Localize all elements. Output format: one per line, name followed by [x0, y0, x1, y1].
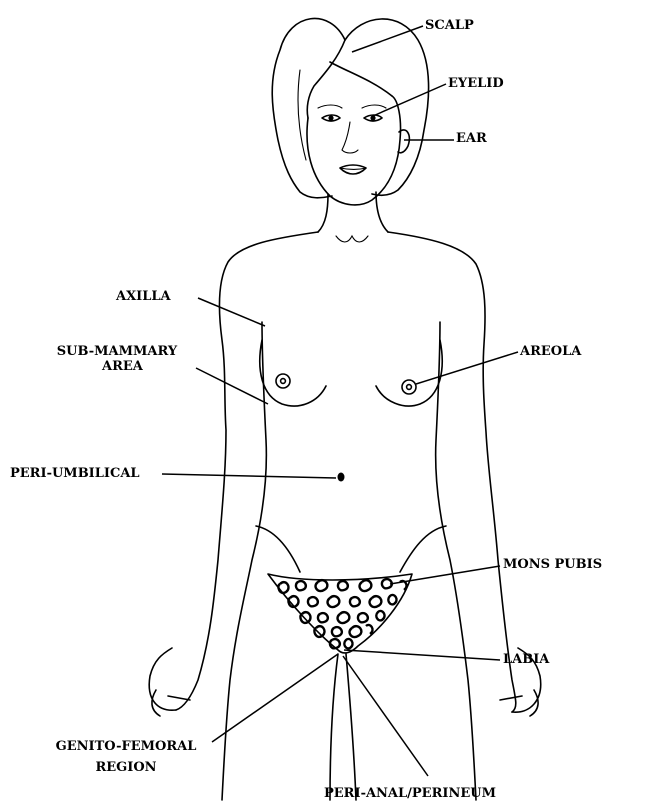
left-nipple	[281, 379, 286, 384]
hair-right	[345, 19, 429, 195]
label-scalp: SCALP	[425, 18, 474, 33]
label-peri-anal-perineum: PERI-ANAL/PERINEUM	[324, 786, 496, 801]
pubic-hair-texture	[278, 579, 406, 648]
nose	[342, 122, 358, 153]
label-genito-femoral-line2: REGION	[38, 760, 214, 775]
collarbone	[336, 236, 368, 242]
label-sub-mammary-area: SUB-MAMMARY AREA	[42, 344, 192, 374]
right-pupil	[370, 115, 375, 120]
right-nipple	[407, 385, 412, 390]
right-breast	[376, 340, 442, 406]
right-torso-side	[436, 322, 476, 800]
leader-axilla	[198, 298, 265, 326]
leader-eyelid	[373, 84, 446, 116]
hair-outline	[272, 18, 345, 197]
label-areola: AREOLA	[520, 344, 581, 359]
left-brow	[318, 105, 342, 108]
leader-peri-anal	[343, 656, 428, 776]
hair-fringe	[330, 62, 392, 96]
label-peri-umbilical: PERI-UMBILICAL	[10, 466, 140, 481]
left-pupil	[328, 115, 333, 120]
label-genito-femoral-line1: GENITO-FEMORAL	[38, 739, 214, 754]
leader-peri-umbilical	[162, 474, 336, 478]
left-groin-line	[256, 526, 300, 572]
navel	[338, 473, 345, 482]
neck-right	[376, 192, 388, 232]
neck-left	[318, 194, 328, 232]
leader-sub-mammary	[196, 368, 268, 404]
hair-strand	[298, 70, 306, 160]
label-ear: EAR	[456, 131, 487, 146]
leader-areola	[416, 352, 518, 384]
left-hand	[149, 648, 190, 716]
right-shoulder-arm	[388, 232, 516, 712]
label-sub-mammary-line2: AREA	[102, 359, 192, 374]
left-areola-ring	[276, 374, 290, 388]
mouth-line	[340, 168, 366, 170]
leader-labia	[344, 650, 500, 660]
right-brow	[362, 105, 386, 108]
left-breast	[260, 340, 326, 406]
label-sub-mammary-line1: SUB-MAMMARY	[42, 344, 192, 359]
right-inner-thigh	[346, 654, 356, 800]
leader-scalp	[352, 26, 423, 52]
right-areola-ring	[402, 380, 416, 394]
label-eyelid: EYELID	[448, 76, 504, 91]
left-inner-thigh	[330, 654, 338, 800]
label-labia: LABIA	[503, 652, 549, 667]
face-outline	[307, 96, 401, 205]
left-torso-side	[222, 322, 266, 800]
right-groin-line	[400, 526, 446, 572]
label-mons-pubis: MONS PUBIS	[503, 557, 602, 572]
label-genito-femoral-region: GENITO-FEMORAL REGION	[38, 739, 214, 775]
label-axilla: AXILLA	[116, 289, 171, 304]
left-shoulder-arm	[176, 232, 318, 710]
